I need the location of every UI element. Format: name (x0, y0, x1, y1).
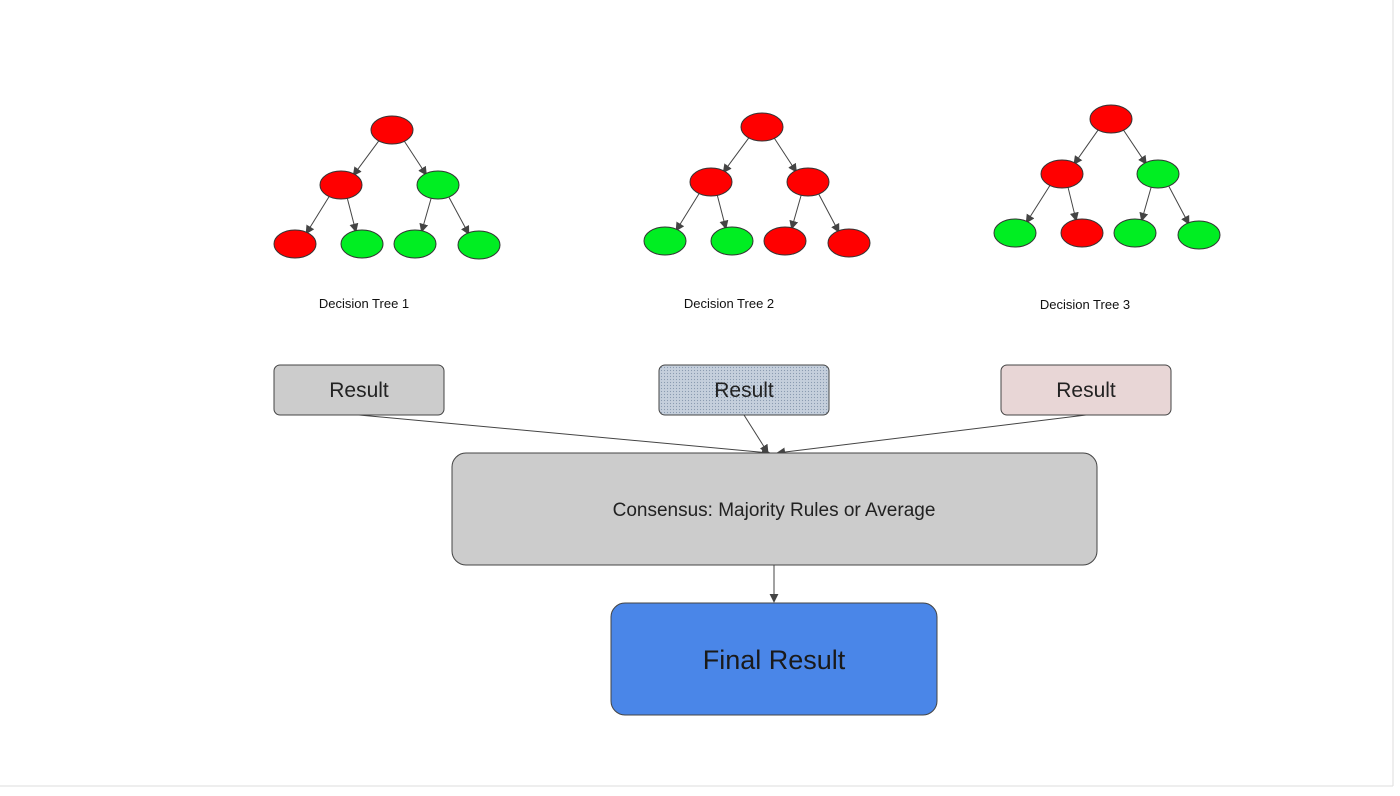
tree-1-node-3-green (416, 170, 460, 200)
tree-3-edge-5 (1139, 185, 1152, 222)
result-box-2: Result (658, 364, 830, 416)
tree-3-edge-3 (1025, 183, 1052, 224)
arrow-result-3-to-consensus (776, 414, 1087, 457)
decision-tree-3 (993, 104, 1221, 250)
tree-3-node-7-green (1177, 220, 1221, 250)
tree-3-node-6-green (1113, 218, 1157, 248)
tree-2-edge-5 (789, 193, 802, 230)
tree-2-edge-1 (722, 136, 751, 174)
tree-1-node-7-green (457, 230, 501, 260)
result-box-1: Result (273, 364, 445, 416)
tree-1-node-1-red (370, 115, 414, 145)
tree-3-node-1-red (1089, 104, 1133, 134)
tree-3-node-2-red (1040, 159, 1084, 189)
tree-2-node-2-red (689, 167, 733, 197)
tree-1-edge-5 (419, 196, 432, 233)
tree-2-node-7-red (827, 228, 871, 258)
result-label-3: Result (1056, 379, 1116, 402)
result-label-1: Result (329, 379, 389, 402)
tree-2-edge-4 (716, 194, 729, 230)
tree-3-node-5-red (1060, 218, 1104, 248)
final-result-label: Final Result (703, 645, 846, 675)
tree-2-edge-3 (675, 191, 701, 232)
tree-2-edge-6 (817, 192, 840, 234)
tree-3-edge-4 (1067, 186, 1079, 222)
tree-1-edge-6 (447, 195, 470, 236)
tree-1-node-2-red (319, 170, 363, 200)
tree-1-node-5-green (340, 229, 384, 259)
tree-1-edge-1 (352, 139, 381, 177)
tree-1-node-6-green (393, 229, 437, 259)
result-box-3: Result (1000, 364, 1172, 416)
tree-1-edge-4 (346, 197, 359, 233)
consensus-label: Consensus: Majority Rules or Average (613, 500, 936, 521)
final-result-box: Final Result (610, 602, 938, 716)
tree-label-3: Decision Tree 3 (1040, 297, 1130, 312)
trees-layer (273, 104, 1221, 260)
tree-3-node-4-green (993, 218, 1037, 248)
tree-2-node-6-red (763, 226, 807, 256)
tree-label-2: Decision Tree 2 (684, 296, 774, 311)
arrow-result-1-to-consensus (358, 414, 771, 457)
consensus-box: Consensus: Majority Rules or Average (451, 452, 1098, 566)
tree-label-1: Decision Tree 1 (319, 296, 409, 311)
tree-3-node-3-green (1136, 159, 1180, 189)
tree-2-edge-2 (773, 136, 797, 173)
tree-2-node-3-red (786, 167, 830, 197)
edges-layer (305, 128, 1190, 236)
tree-2-node-1-red (740, 112, 784, 142)
tree-1-node-4-red (273, 229, 317, 259)
decision-tree-2 (643, 112, 871, 258)
tree-1-edge-2 (403, 139, 427, 176)
tree-3-edge-6 (1167, 184, 1190, 226)
tree-2-node-5-green (710, 226, 754, 256)
decision-tree-1 (273, 115, 501, 260)
tree-3-edge-1 (1073, 128, 1100, 166)
tree-3-edge-2 (1122, 128, 1147, 165)
tree-2-node-4-green (643, 226, 687, 256)
result-label-2: Result (714, 379, 774, 402)
tree-1-edge-3 (305, 194, 331, 235)
arrow-result-2-to-consensus (743, 414, 769, 454)
